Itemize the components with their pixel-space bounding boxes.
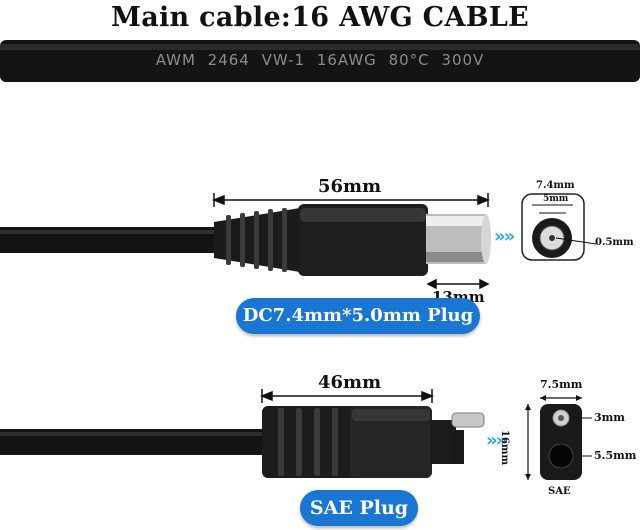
sae-face-icon <box>525 395 592 480</box>
sae-height-label: 16mm <box>499 430 510 466</box>
dc-outer-label: 7.4mm <box>536 180 575 191</box>
sae-dim-arrows <box>259 389 435 403</box>
dc-chevron-icon: »» <box>494 226 515 247</box>
dc-cable <box>0 227 220 253</box>
sae-hole2-label: 5.5mm <box>594 449 637 462</box>
dc-pin-label: 0.5mm <box>595 237 634 248</box>
dc-plug-body <box>214 204 491 276</box>
sae-hole-label: 3mm <box>594 411 625 424</box>
sae-face-caption: SAE <box>548 486 571 497</box>
main-cable <box>0 40 640 82</box>
sae-chevron-icon: »» <box>486 430 507 451</box>
sae-length-label: 46mm <box>318 372 382 393</box>
dc-dim-arrows <box>211 193 491 290</box>
page-title: Main cable:16 AWG CABLE <box>111 2 529 33</box>
sae-plug-body <box>262 406 485 478</box>
sae-plug-name-badge: SAE Plug <box>300 490 418 526</box>
dc-length-label: 56mm <box>318 176 382 197</box>
sae-width-label: 7.5mm <box>540 378 583 391</box>
sae-cable <box>0 429 272 455</box>
dc-inner-label: 5mm <box>543 194 569 204</box>
cable-print-text: AWM 2464 VW-1 16AWG 80°C 300V <box>155 51 485 69</box>
dc-plug-name-badge: DC7.4mm*5.0mm Plug <box>236 298 480 334</box>
dc-face-icon <box>521 193 597 261</box>
